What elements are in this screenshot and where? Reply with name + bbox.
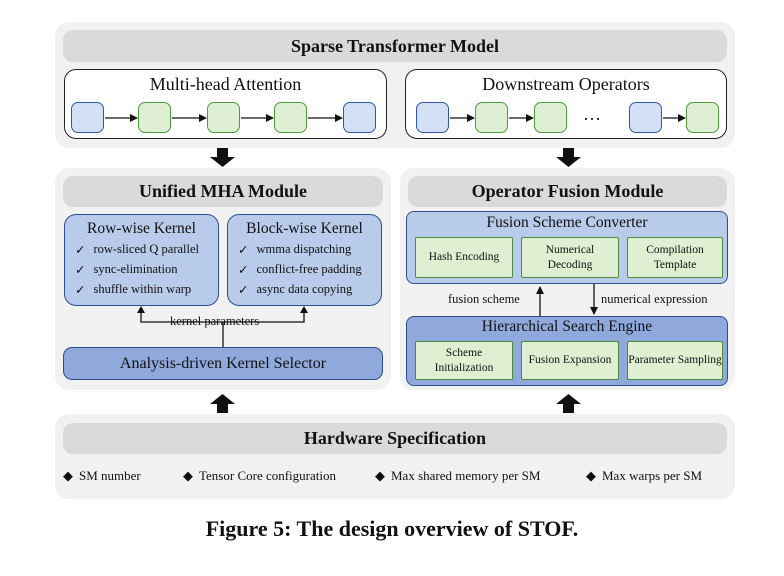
kernel-parameters-connector (140, 311, 305, 323)
hash-encoding-cell: Hash Encoding (415, 237, 513, 278)
kernel-selector-label: Analysis-driven Kernel Selector (119, 354, 327, 372)
diamond-bullet-icon: ◆ (63, 468, 73, 483)
hardware-item-sm-number: ◆SM number (63, 468, 141, 483)
downstream-ellipsis: … (583, 104, 601, 124)
downstream-op-block-2 (534, 102, 567, 133)
kernel-param-arrowhead-right (300, 306, 308, 313)
scheme-initialization-cell: Scheme Initialization (415, 341, 513, 380)
up-arrow-to-fusion-module (556, 394, 581, 413)
numerical-decoding-cell: Numerical Decoding (521, 237, 619, 278)
unified-mha-title: Unified MHA Module (63, 176, 383, 207)
fusion-expansion-cell: Fusion Expansion (521, 341, 619, 380)
downstream-block-5 (686, 102, 719, 133)
check-icon: ✓ (75, 263, 86, 277)
block-kernel-item-3: ✓async data copying (238, 282, 353, 297)
check-icon: ✓ (75, 243, 86, 257)
check-icon: ✓ (238, 243, 249, 257)
block-wise-kernel-title: Block-wise Kernel (246, 220, 363, 237)
down-arrow-to-mha-module (210, 148, 235, 167)
diamond-bullet-icon: ◆ (375, 468, 385, 483)
kernel-param-arrowhead-left (137, 306, 145, 313)
row-kernel-item-2: ✓sync-elimination (75, 262, 178, 277)
downstream-operators-title: Downstream Operators (482, 74, 650, 94)
up-arrow-to-mha-module (210, 394, 235, 413)
downstream-op-block-1 (475, 102, 508, 133)
block-kernel-item-2: ✓conflict-free padding (238, 262, 362, 277)
figure-caption: Figure 5: The design overview of STOF. (205, 516, 579, 541)
row-wise-kernel-box: Row-wise Kernel ✓row-sliced Q parallel ✓… (64, 214, 219, 306)
mha-input-block (71, 102, 104, 133)
check-icon: ✓ (238, 263, 249, 277)
block-kernel-item-1: ✓wmma dispatching (238, 242, 352, 257)
mha-op-block-2 (207, 102, 240, 133)
row-kernel-item-3: ✓shuffle within warp (75, 282, 192, 297)
mha-output-block (343, 102, 376, 133)
sparse-transformer-title: Sparse Transformer Model (63, 30, 727, 62)
diamond-bullet-icon: ◆ (586, 468, 596, 483)
hardware-item-max-warps: ◆Max warps per SM (586, 468, 703, 483)
downstream-block-4 (629, 102, 662, 133)
mha-op-block-1 (138, 102, 171, 133)
block-wise-kernel-box: Block-wise Kernel ✓wmma dispatching ✓con… (227, 214, 382, 306)
fusion-scheme-converter-title: Fusion Scheme Converter (486, 214, 648, 231)
check-icon: ✓ (75, 283, 86, 297)
row-kernel-item-1: ✓row-sliced Q parallel (75, 242, 199, 257)
hardware-item-tensor-core: ◆Tensor Core configuration (183, 468, 336, 483)
hierarchical-search-engine-title: Hierarchical Search Engine (481, 318, 653, 335)
row-wise-kernel-title: Row-wise Kernel (87, 220, 196, 237)
check-icon: ✓ (238, 283, 249, 297)
mha-op-block-3 (274, 102, 307, 133)
numerical-expression-label: numerical expression (601, 292, 708, 306)
diamond-bullet-icon: ◆ (183, 468, 193, 483)
hardware-item-shared-memory: ◆Max shared memory per SM (375, 468, 541, 483)
multi-head-attention-title: Multi-head Attention (149, 74, 302, 94)
fusion-scheme-label: fusion scheme (448, 292, 520, 306)
down-arrow-to-fusion-module (556, 148, 581, 167)
kernel-selector-box: Analysis-driven Kernel Selector (63, 347, 383, 380)
compilation-template-cell: Compilation Template (627, 237, 723, 278)
parameter-sampling-cell: Parameter Sampling (627, 341, 723, 380)
operator-fusion-title: Operator Fusion Module (408, 176, 727, 207)
downstream-input-block (416, 102, 449, 133)
hardware-title: Hardware Specification (63, 423, 727, 454)
